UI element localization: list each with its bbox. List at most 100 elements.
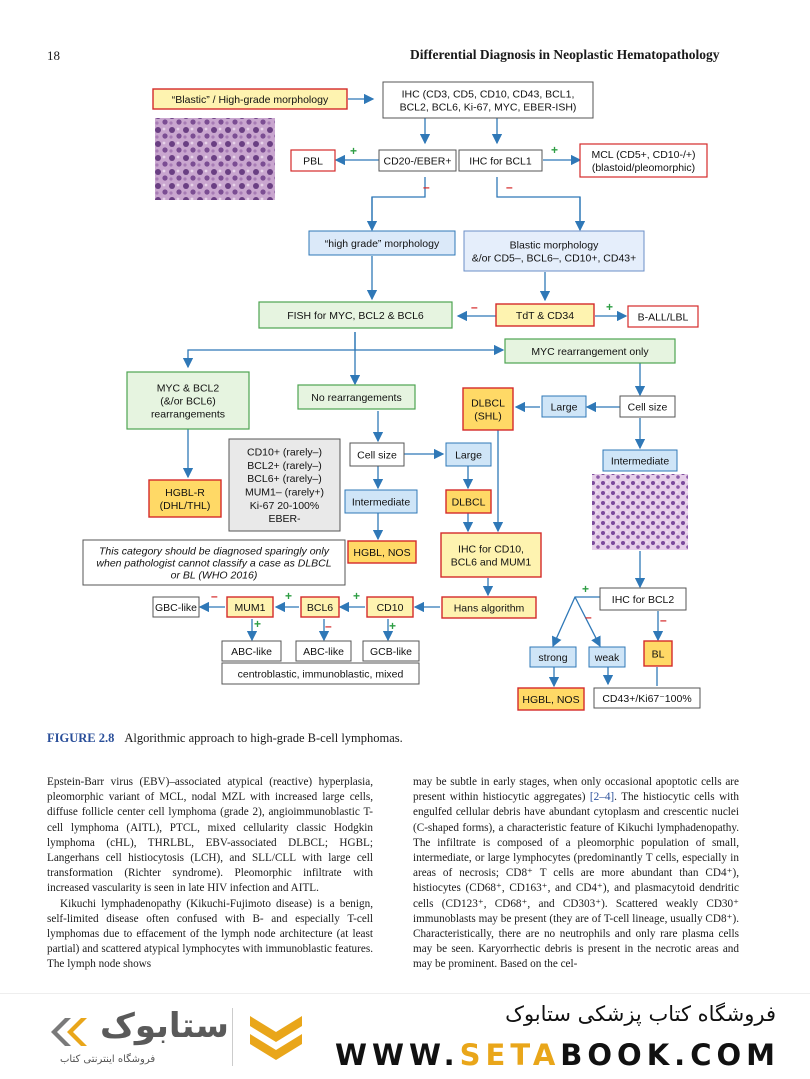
large-box-2-text: Large: [455, 449, 482, 461]
logo-name: ستابوک: [100, 1006, 229, 1046]
text-column-right: may be subtle in early stages, when only…: [413, 775, 739, 993]
myc-bcl-rearr-box: MYC & BCL2(&/or BCL6)rearrangements: [126, 371, 250, 430]
weak-box-frame: [588, 646, 626, 668]
hgbl-r-box-frame: [148, 479, 222, 518]
flowchart-figure: “Blastic” / High-grade morphology IHC (CD…: [82, 81, 708, 711]
hgbl-nos-box-1-frame: [347, 540, 417, 564]
dlbcl-box: DLBCL: [445, 489, 492, 514]
publisher-banner: ستابوک فروشگاه اینترنتی کتاب فروشگاه کتا…: [0, 993, 810, 1079]
dlbcl-box-frame: [445, 489, 492, 514]
mcl-box-text: MCL (CD5+, CD10-/+): [591, 149, 695, 161]
immunophenotype-box-text: CD10+ (rarely–): [247, 447, 322, 459]
bl-box: BL: [643, 640, 673, 667]
minus-sign: –: [585, 610, 592, 624]
ball-lbl-box-frame: [627, 305, 699, 328]
cd20-eber-box-text: CD20-/EBER+: [384, 155, 452, 167]
blastic-phenotype-box-frame: [463, 230, 645, 272]
immunophenotype-box-text: BCL6+ (rarely–): [247, 473, 321, 485]
url-part: SETA: [459, 1038, 561, 1072]
cd20-eber-box: CD20-/EBER+: [378, 149, 457, 172]
website-url[interactable]: WWW.SETABOOK.COM: [335, 1038, 780, 1072]
ihc-panel-box-text: BCL2, BCL6, Ki-67, MYC, EBER-ISH): [400, 101, 577, 113]
cell-size-box-2-frame: [349, 442, 405, 467]
setabook-logo-icon: [51, 1018, 87, 1046]
figure-label: FIGURE 2.8: [47, 731, 115, 745]
mcl-box: MCL (CD5+, CD10-/+)(blastoid/pleomorphic…: [579, 143, 708, 178]
myc-bcl-rearr-box-text: rearrangements: [151, 408, 225, 420]
paragraph-text: . The histiocytic cells with engulfed ce…: [413, 791, 739, 971]
divider: [232, 1008, 233, 1066]
hans-box-text: Hans algorithm: [454, 602, 525, 614]
abc-like-box-1-text: ABC-like: [231, 646, 272, 658]
bl-box-frame: [643, 640, 673, 667]
cell-size-box-2-text: Cell size: [357, 449, 397, 461]
tdt-cd34-box-text: TdT & CD34: [516, 310, 574, 322]
minus-sign: –: [660, 613, 667, 627]
plus-sign: +: [285, 589, 292, 603]
dlbcl-shl-box-text: (SHL): [474, 410, 501, 422]
abc-like-box-1: ABC-like: [221, 640, 282, 662]
hgbl-nos-box-1-text: HGBL, NOS: [353, 547, 410, 559]
blastic-phenotype-box-text: &/or CD5–, BCL6–, CD10+, CD43+: [472, 252, 637, 264]
large-box-2-frame: [445, 442, 492, 467]
ihc-bcl2-box-frame: [599, 587, 687, 611]
intermediate-box-1: Intermediate: [602, 449, 678, 472]
myc-bcl-rearr-box-text: MYC & BCL2: [157, 382, 220, 394]
plus-sign: +: [389, 619, 396, 633]
hgbl-nos-box-2-text: HGBL, NOS: [522, 694, 579, 706]
blastic-morphology-box: “Blastic” / High-grade morphology: [152, 88, 348, 110]
paragraph: Epstein-Barr virus (EBV)–associated atyp…: [47, 776, 373, 895]
mum1-box: MUM1: [226, 596, 274, 618]
citation-link[interactable]: [2–4]: [589, 791, 615, 804]
cell-size-box-1-text: Cell size: [628, 401, 668, 413]
blastic-morphology-box-frame: [152, 88, 348, 110]
ihc-panel-box: IHC (CD3, CD5, CD10, CD43, BCL1,BCL2, BC…: [382, 81, 594, 119]
dlbcl-shl-box-text: DLBCL: [471, 397, 505, 409]
strong-box-text: strong: [538, 652, 567, 664]
abc-like-box-2-frame: [295, 640, 352, 662]
minus-sign: –: [471, 300, 478, 314]
minus-sign: –: [506, 180, 513, 194]
cd43-ki67-box-frame: [593, 687, 701, 709]
strong-box-frame: [529, 646, 577, 668]
connector-arrow: [551, 596, 603, 648]
ihc-cd10-box-text: IHC for CD10,: [458, 543, 524, 555]
note-box-text: when pathologist cannot classify a case …: [96, 557, 331, 569]
page-number: 18: [47, 48, 60, 63]
no-rearrangements-box: No rearrangements: [297, 384, 416, 410]
pbl-box: PBL: [290, 149, 336, 172]
blastic-phenotype-box-text: Blastic morphology: [510, 239, 599, 251]
no-rearrangements-box-frame: [297, 384, 416, 410]
plus-sign: +: [254, 617, 261, 631]
high-grade-morphology-box: “high grade” morphology: [308, 230, 456, 256]
ball-lbl-box: B-ALL/LBL: [627, 305, 699, 328]
plus-sign: +: [582, 582, 589, 596]
pbl-box-text: PBL: [303, 155, 323, 167]
intermediate-box-2-text: Intermediate: [352, 496, 411, 508]
gbc-like-box-frame: [152, 596, 200, 618]
gbc-like-box: GBC-like: [152, 596, 200, 618]
ihc-panel-box-text: IHC (CD3, CD5, CD10, CD43, BCL1,: [402, 88, 575, 100]
paragraph: Kikuchi lymphadenopathy (Kikuchi-Fujimot…: [47, 897, 373, 971]
high-grade-morphology-box-text: “high grade” morphology: [325, 238, 440, 250]
minus-sign: –: [325, 619, 332, 633]
bcl6-box-text: BCL6: [307, 602, 333, 614]
ihc-panel-box-frame: [382, 81, 594, 119]
hgbl-r-box: HGBL-R(DHL/THL): [148, 479, 222, 518]
myc-bcl-rearr-box-text: (&/or BCL6): [160, 395, 215, 407]
logo-subtitle: فروشگاه اینترنتی کتاب: [60, 1054, 156, 1065]
dlbcl-box-text: DLBCL: [452, 496, 486, 508]
ihc-cd10-box-frame: [440, 532, 542, 578]
ball-lbl-box-text: B-ALL/LBL: [638, 311, 689, 323]
gcb-like-box-text: GCB-like: [370, 646, 412, 658]
myc-only-box-text: MYC rearrangement only: [531, 346, 649, 358]
ihc-bcl2-box-text: IHC for BCL2: [612, 594, 675, 606]
blastic-morphology-box-text: “Blastic” / High-grade morphology: [172, 94, 329, 106]
micrograph-image: [155, 118, 275, 200]
running-title: Differential Diagnosis in Neoplastic Hem…: [410, 47, 720, 62]
high-grade-morphology-box-frame: [308, 230, 456, 256]
hgbl-r-box-text: HGBL-R: [165, 487, 205, 499]
note-box-frame: [82, 539, 346, 586]
myc-only-box-frame: [504, 338, 676, 364]
